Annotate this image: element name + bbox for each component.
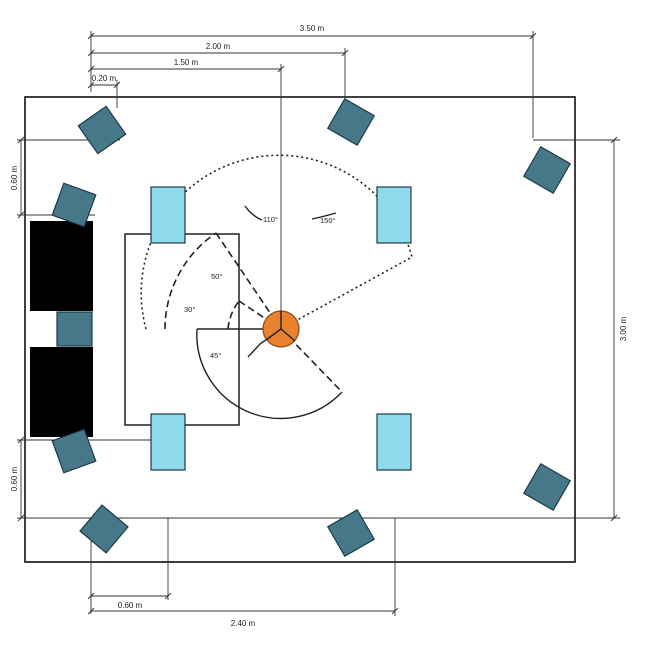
angle-label-45: 45° (210, 351, 221, 360)
angle-label-150: 150° (320, 216, 336, 225)
dimension-label-bottom-2-40: 2.40 m (231, 619, 256, 628)
speaker-bottom-left (79, 504, 129, 554)
arc-30-degrees (227, 300, 240, 330)
arc-110-degrees (140, 154, 413, 330)
light-panel-top-left (150, 186, 186, 244)
sofa-block-bottom (30, 347, 93, 437)
dimension-label-right-height: 3.00 m (619, 316, 628, 341)
dimension-label-0-20: 0.20 m (92, 74, 117, 83)
speaker-left-rear (51, 428, 97, 474)
speaker-center-left (56, 311, 93, 347)
sofa-block-top (30, 221, 93, 311)
speaker-bottom-center (326, 508, 376, 558)
dimension-label-bottom-0-60: 0.60 m (118, 601, 143, 610)
speaker-top-left (77, 105, 127, 155)
speaker-top-center (326, 97, 376, 147)
light-panel-bottom-right (376, 413, 412, 471)
dimension-label-2-00: 2.00 m (206, 42, 231, 51)
speaker-left-front (51, 182, 97, 228)
speaker-bottom-right (522, 462, 572, 512)
arc-50-degrees (164, 232, 217, 330)
speaker-top-right (522, 145, 572, 195)
light-panel-bottom-left (150, 413, 186, 471)
dimension-label-left-top: 0.60 m (10, 165, 19, 190)
dimension-label-3-50: 3.50 m (300, 24, 325, 33)
dimension-label-left-bottom: 0.60 m (10, 466, 19, 491)
light-panel-top-right (376, 186, 412, 244)
room-outline (24, 96, 576, 563)
dimension-label-1-50: 1.50 m (174, 58, 199, 67)
angle-label-110: 110° (263, 215, 278, 224)
angle-label-50: 50° (211, 272, 222, 281)
angle-label-30: 30° (184, 305, 195, 314)
